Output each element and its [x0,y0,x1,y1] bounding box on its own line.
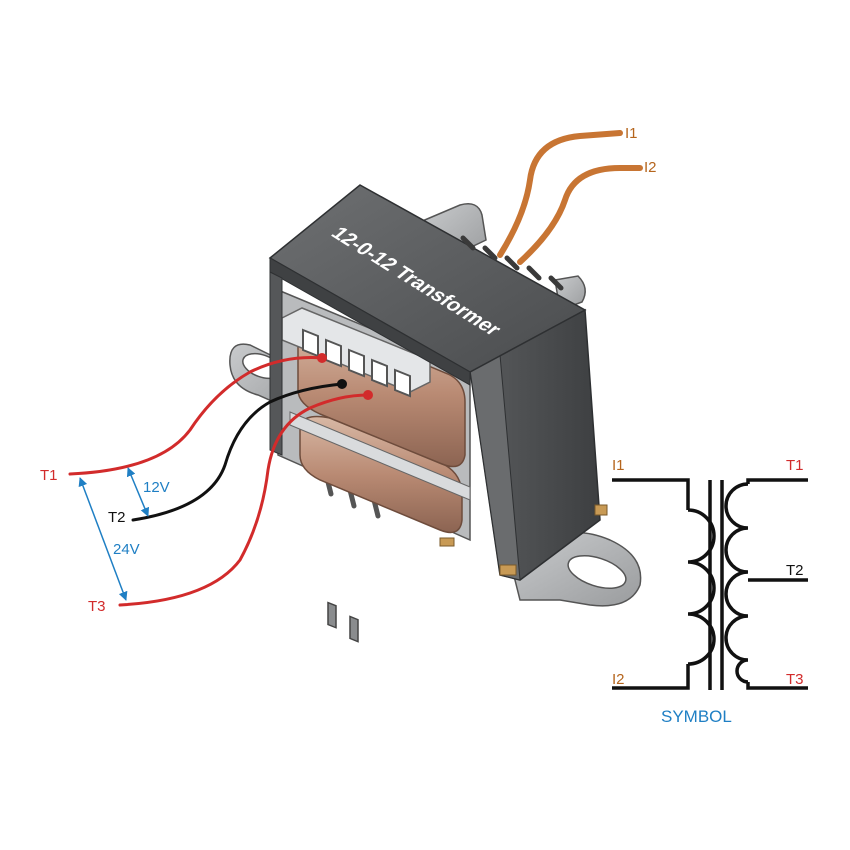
wire-t2 [131,382,344,522]
symbol-label-t2: T2 [786,562,804,579]
bottom-pins [327,601,359,643]
symbol-label-t1: T1 [786,457,804,474]
label-24v: 24V [113,541,140,558]
primary-wires [497,130,643,265]
symbol-label-i1: I1 [612,457,625,474]
terminal-slots [302,328,411,398]
transformer-body: 12-0-12 Transformer [229,184,642,643]
primary-wire-i1 [497,130,623,258]
symbol-secondary-coil [724,482,749,684]
transformer-symbol [612,478,808,690]
symbol-primary-lead-bottom [612,664,690,690]
wire-t3 [118,393,370,607]
terminal-dot-t1 [317,353,327,363]
terminal-dot-t3 [363,390,373,400]
symbol-title: SYMBOL [661,707,732,726]
label-i1: I1 [625,125,638,142]
symbol-secondary-lead-top [746,478,808,484]
symbol-primary-coil [687,508,716,666]
label-t2: T2 [108,509,126,526]
symbol-label-t3: T3 [786,671,804,688]
symbol-primary-lead-top [612,478,690,510]
symbol-label-i2: I2 [612,671,625,688]
label-t3: T3 [88,598,106,615]
label-i2: I2 [644,159,657,176]
label-12v: 12V [143,479,170,496]
wire-t1 [68,356,324,476]
arrow-12v [126,467,150,517]
terminal-dot-t2 [337,379,347,389]
arrow-24v [78,477,128,601]
primary-wire-i2 [517,165,643,265]
symbol-secondary-lead-bottom [746,682,808,690]
label-t1: T1 [40,467,58,484]
secondary-wires [68,356,370,607]
